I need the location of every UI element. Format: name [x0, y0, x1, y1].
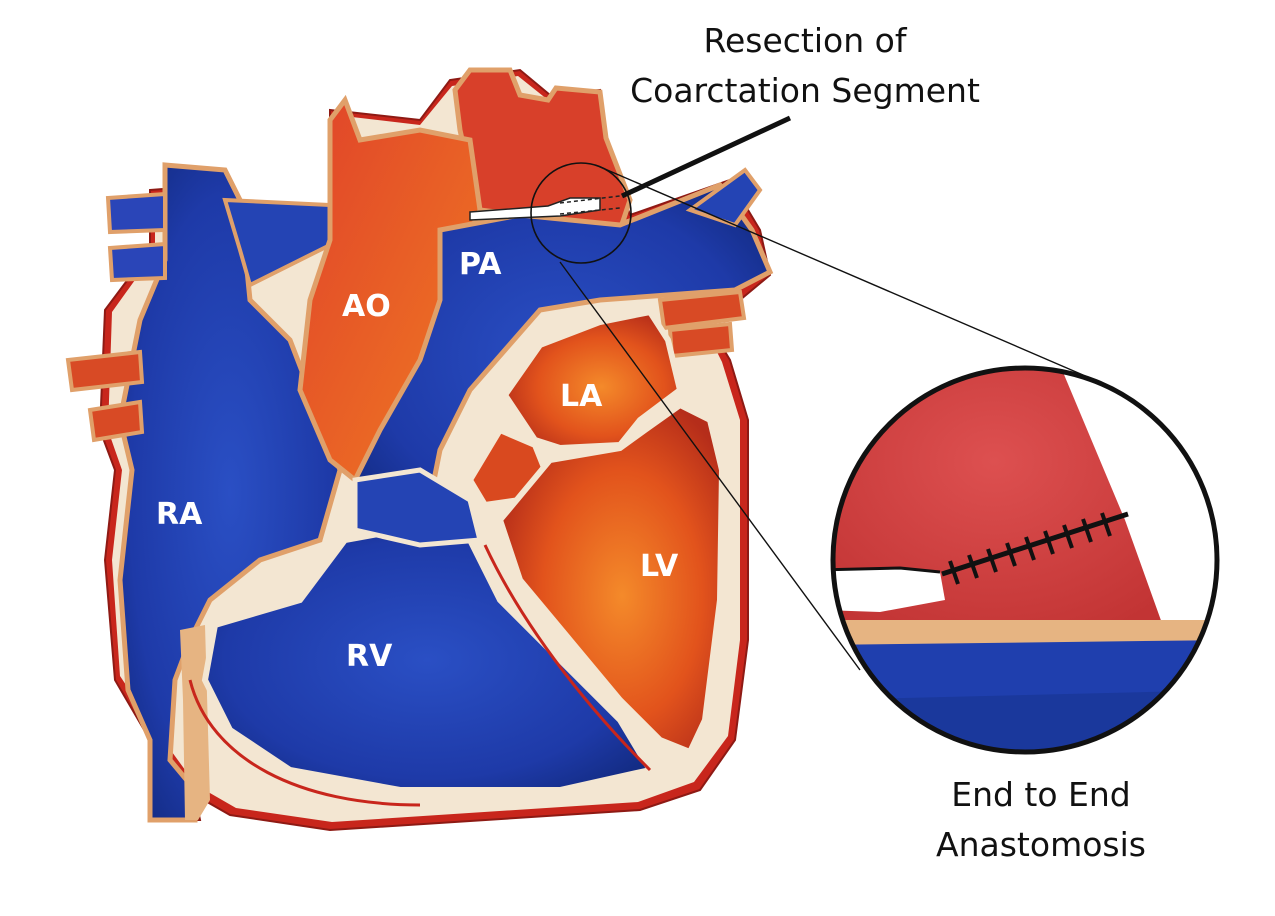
zoom-connector-upper: [597, 165, 1091, 379]
resection-label-line1: Resection of: [704, 21, 908, 60]
coarctation-focus-circle: [530, 162, 632, 264]
label-ao: AO: [342, 289, 391, 324]
resection-label-line2: Coarctation Segment: [630, 71, 980, 110]
zoom-circle: [830, 365, 1220, 755]
label-la: LA: [560, 379, 603, 414]
anastomosis-label-line2: Anastomosis: [936, 825, 1146, 864]
heart-illustration: [65, 67, 774, 832]
zoom-detail: [833, 368, 1217, 752]
anastomosis-label-line1: End to End: [951, 775, 1131, 814]
zoom-connector-lower: [559, 261, 861, 671]
label-pa: PA: [459, 247, 502, 282]
resection-pointer: [620, 115, 792, 199]
label-rv: RV: [346, 639, 393, 674]
label-ra: RA: [156, 497, 203, 532]
label-lv: LV: [640, 549, 679, 584]
